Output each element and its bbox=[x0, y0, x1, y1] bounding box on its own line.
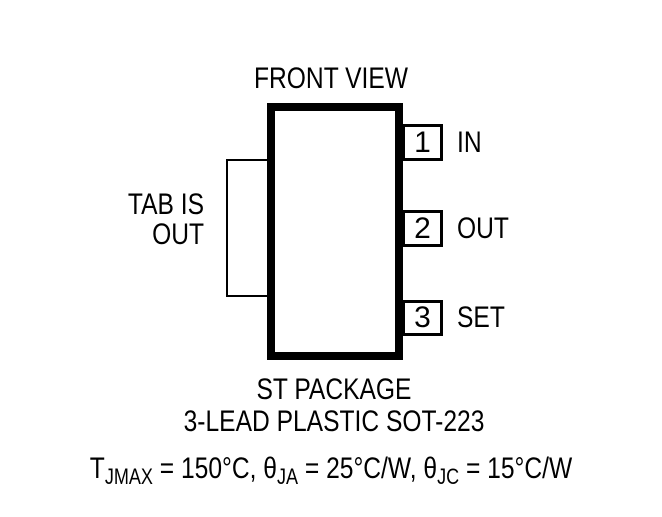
pin-2: 2 OUT bbox=[402, 210, 622, 247]
tab-outline bbox=[226, 159, 271, 297]
pin-1: 1 IN bbox=[402, 124, 622, 161]
caption-line1: ST PACKAGE bbox=[256, 373, 412, 406]
pin-3-box: 3 bbox=[402, 300, 443, 336]
front-view-label: FRONT VIEW bbox=[254, 62, 408, 95]
pin-2-label: OUT bbox=[457, 211, 509, 245]
thermal-note: TJMAX = 150°C, θJA = 25°C/W, θJC = 15°C/… bbox=[60, 454, 603, 492]
theta-ja-subscript: JA bbox=[276, 464, 299, 489]
tjmax-symbol: T bbox=[89, 452, 105, 485]
package-body bbox=[267, 103, 403, 360]
theta-ja-symbol: θ bbox=[263, 452, 277, 485]
pin-1-label: IN bbox=[457, 125, 482, 159]
pin-1-box: 1 bbox=[402, 124, 443, 161]
package-caption: ST PACKAGE 3-LEAD PLASTIC SOT-223 bbox=[170, 374, 498, 438]
pin-1-number: 1 bbox=[414, 125, 431, 159]
tab-label-line1: TAB IS bbox=[127, 188, 204, 221]
tjmax-value: = 150°C, bbox=[152, 452, 264, 485]
caption-line2: 3-LEAD PLASTIC SOT-223 bbox=[183, 405, 485, 438]
pin-2-box: 2 bbox=[402, 210, 443, 247]
tab-label: TAB IS OUT bbox=[89, 190, 204, 250]
pin-3: 3 SET bbox=[402, 300, 622, 336]
pin-3-label: SET bbox=[457, 301, 505, 334]
pin-2-number: 2 bbox=[414, 211, 431, 245]
theta-jc-symbol: θ bbox=[423, 452, 438, 485]
theta-jc-value: = 15°C/W bbox=[459, 452, 573, 485]
theta-jc-subscript: JC bbox=[437, 464, 460, 489]
theta-ja-value: = 25°C/W, bbox=[298, 452, 424, 485]
tjmax-subscript: JMAX bbox=[104, 464, 153, 489]
pin-3-number: 3 bbox=[414, 301, 431, 334]
tab-label-line2: OUT bbox=[152, 218, 204, 251]
